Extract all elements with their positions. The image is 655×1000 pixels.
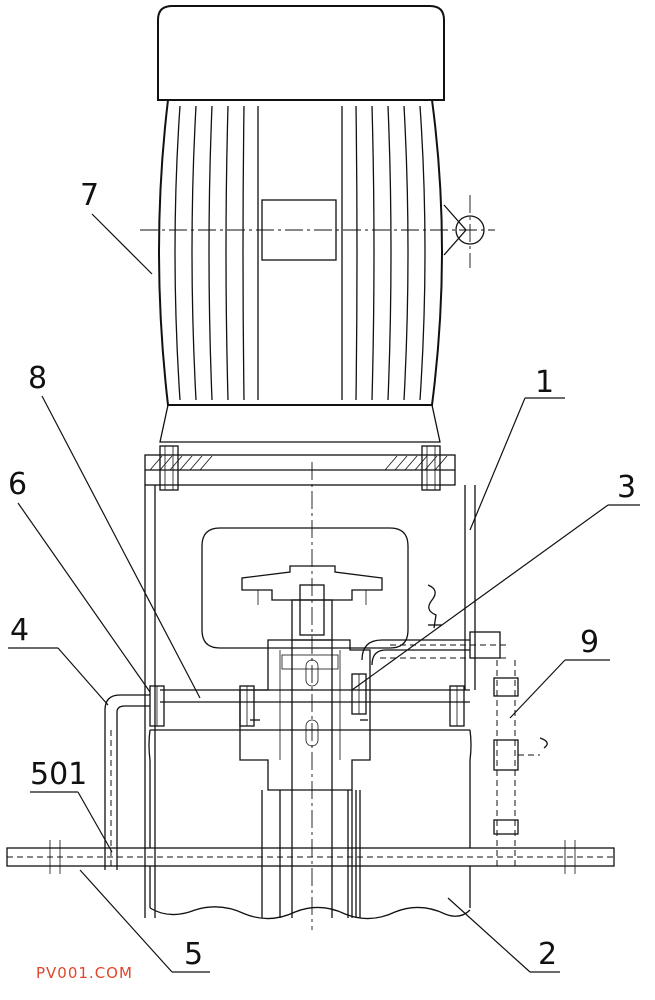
motor-body <box>158 99 443 406</box>
cylinder <box>149 760 471 920</box>
right-pipe <box>493 660 548 870</box>
side-pipe <box>104 694 150 870</box>
cover-plate <box>148 673 472 761</box>
label-3: 3 <box>617 470 636 505</box>
label-8: 8 <box>28 361 47 396</box>
base-plate <box>6 840 615 874</box>
lifting-eye <box>443 195 485 268</box>
motor <box>140 5 495 443</box>
label-5: 5 <box>184 937 203 972</box>
watermark: PV001.COM <box>36 964 133 982</box>
break-line <box>149 906 471 920</box>
bracket-window <box>201 527 409 649</box>
motor-fins <box>174 105 426 401</box>
plate-bolts <box>149 673 465 727</box>
mounting-flange <box>144 445 456 491</box>
motor-cap <box>157 5 445 101</box>
bracket-frame <box>144 462 476 930</box>
label-9: 9 <box>580 625 599 660</box>
label-4: 4 <box>10 613 29 648</box>
label-1: 1 <box>535 365 554 400</box>
label-501: 501 <box>30 757 87 792</box>
label-2: 2 <box>538 937 557 972</box>
label-7: 7 <box>80 178 99 213</box>
label-6: 6 <box>8 467 27 502</box>
leader-lines <box>8 213 640 973</box>
